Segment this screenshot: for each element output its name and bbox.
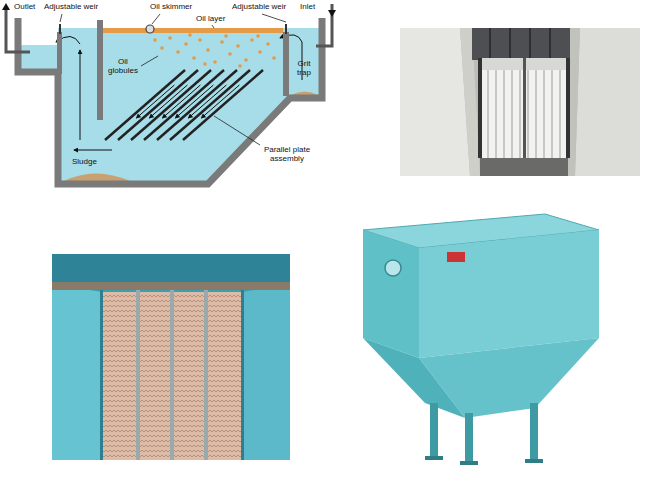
outlet-pipe bbox=[6, 8, 30, 52]
part-label: Sludge bbox=[72, 158, 97, 167]
part-label: Parallel plate assembly bbox=[256, 146, 318, 164]
flow-arrows bbox=[56, 35, 302, 150]
weir-plate bbox=[285, 24, 287, 34]
part-label: Oil skimmer bbox=[150, 3, 192, 12]
oil-globules bbox=[153, 33, 276, 68]
outlet-wall bbox=[57, 32, 62, 74]
grit-mound bbox=[291, 92, 318, 96]
water bbox=[21, 28, 319, 181]
plate-pack-photo bbox=[400, 28, 640, 176]
tank-wall bbox=[18, 18, 322, 184]
baffle bbox=[97, 20, 103, 120]
leader-lines bbox=[60, 14, 286, 145]
pipe-label: Inlet bbox=[300, 3, 315, 12]
grit-wall bbox=[283, 32, 289, 96]
outlet-arrow bbox=[2, 3, 10, 10]
pipe-label: Outlet bbox=[14, 3, 35, 12]
oil-skimmer bbox=[146, 25, 154, 33]
part-label: Oil globules bbox=[106, 58, 140, 76]
part-label: Oil layer bbox=[196, 15, 225, 24]
inlet-arrow bbox=[328, 10, 336, 17]
part-label: Adjustable weir bbox=[232, 3, 286, 12]
oil-layer bbox=[103, 28, 283, 33]
part-label: Adjustable weir bbox=[44, 3, 98, 12]
part-label: Grit trap bbox=[290, 60, 318, 78]
hopper-separator-photo bbox=[363, 214, 599, 465]
weir-plate bbox=[59, 24, 61, 34]
parallel-plates bbox=[105, 70, 263, 140]
sludge-mound bbox=[64, 174, 130, 182]
tank-interior-photo bbox=[52, 254, 290, 460]
separator-diagram bbox=[2, 3, 336, 184]
